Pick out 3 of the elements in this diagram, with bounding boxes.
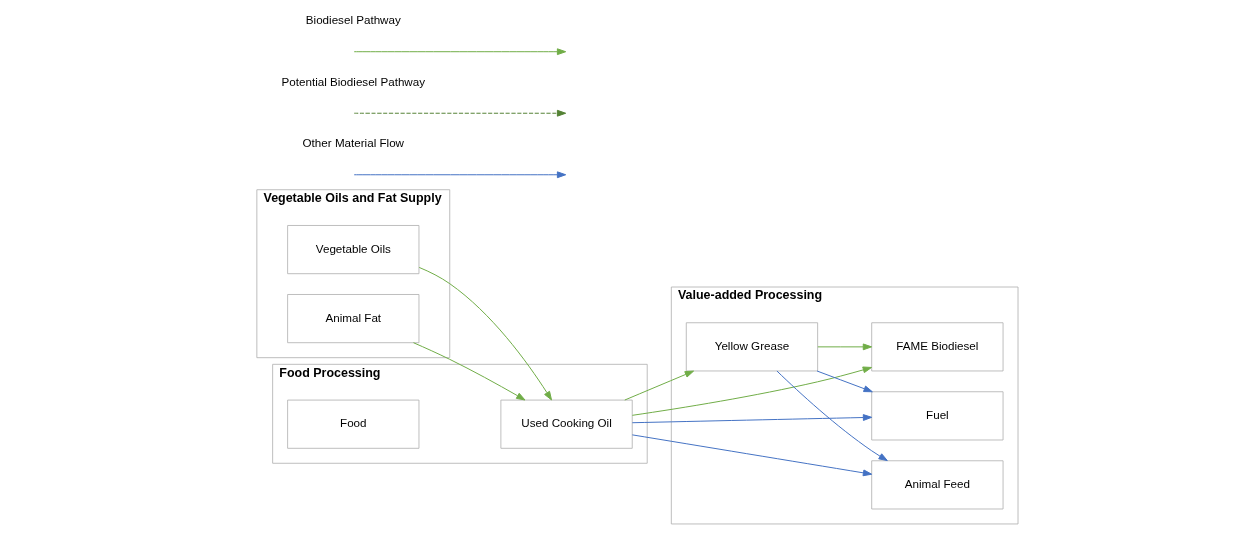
legend-label: Potential Biodiesel Pathway bbox=[281, 74, 426, 88]
legend-label: Biodiesel Pathway bbox=[305, 13, 401, 27]
legend-label: Other Material Flow bbox=[302, 136, 405, 150]
